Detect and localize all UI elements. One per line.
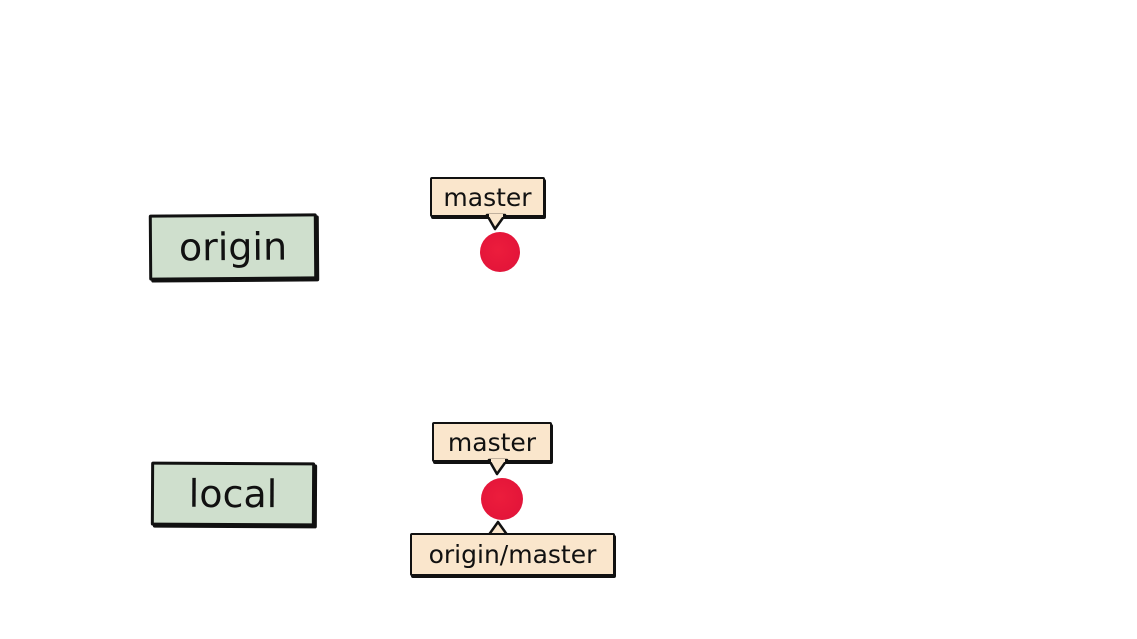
origin-master-branch-tag: master — [430, 177, 545, 217]
origin-commit-node — [480, 232, 520, 272]
origin-master-remote-tag: origin/master — [410, 533, 615, 576]
origin-master-branch-label: master — [443, 182, 532, 212]
local-master-branch-tag: master — [432, 422, 552, 462]
local-master-branch-label: master — [447, 427, 537, 457]
origin-repo-box: origin — [148, 213, 318, 281]
origin-master-remote-label: origin/master — [428, 540, 597, 569]
origin-repo-label: origin — [178, 224, 288, 270]
local-commit-node — [481, 478, 523, 520]
local-master-tag-pointer — [487, 458, 509, 476]
origin-master-tag-pointer — [485, 213, 507, 231]
local-repo-box: local — [150, 461, 316, 527]
local-repo-label: local — [188, 471, 278, 517]
